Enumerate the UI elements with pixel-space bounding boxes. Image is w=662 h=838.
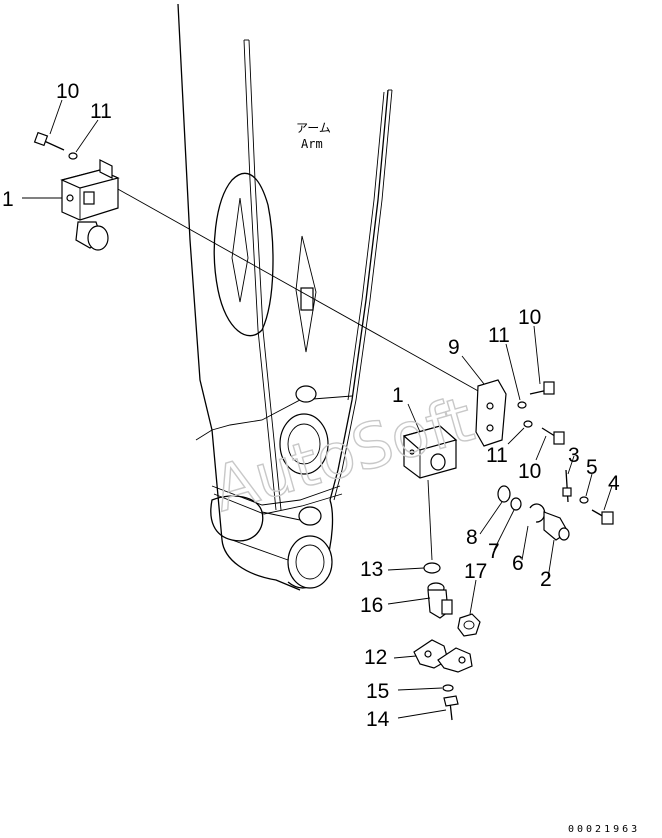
arm-label-japanese: アーム	[296, 121, 331, 135]
valve-assembly-right	[402, 379, 614, 541]
callout-9: 9	[448, 336, 460, 359]
callout-3: 3	[568, 444, 580, 467]
callout-16: 16	[360, 594, 383, 617]
callout-1-mid: 1	[392, 384, 404, 407]
callout-1-top: 1	[2, 188, 14, 211]
assembly-lines	[115, 187, 481, 561]
callout-7: 7	[488, 540, 500, 563]
callout-10-lower: 10	[518, 460, 541, 483]
arm-label: アーム Arm	[296, 121, 331, 151]
callout-leaders	[22, 99, 613, 719]
callout-5: 5	[586, 456, 598, 479]
callout-11-top: 11	[90, 100, 112, 123]
callout-10-top: 10	[56, 80, 79, 103]
callout-15: 15	[366, 680, 389, 703]
arm-structure	[177, 3, 393, 591]
valve-assembly-top	[33, 131, 120, 251]
drawing-number: 00021963	[568, 824, 640, 835]
callout-12: 12	[364, 646, 387, 669]
callout-13: 13	[360, 558, 383, 581]
callout-2: 2	[540, 568, 552, 591]
arm-label-english: Arm	[301, 137, 323, 151]
callout-4: 4	[608, 472, 620, 495]
callout-11-upper: 11	[488, 324, 510, 347]
callout-17: 17	[464, 560, 487, 583]
callout-10-upper: 10	[518, 306, 541, 329]
callout-numbers: 1 10 11 1 9 11 10 11 10 3 5 4 8 7 6 2 13…	[2, 80, 620, 731]
callout-11-lower: 11	[486, 444, 508, 467]
fitting-assembly-lower	[413, 562, 481, 721]
callout-8: 8	[466, 526, 478, 549]
watermark: AutoSoft	[205, 382, 481, 526]
callout-6: 6	[512, 552, 524, 575]
callout-14: 14	[366, 708, 390, 731]
